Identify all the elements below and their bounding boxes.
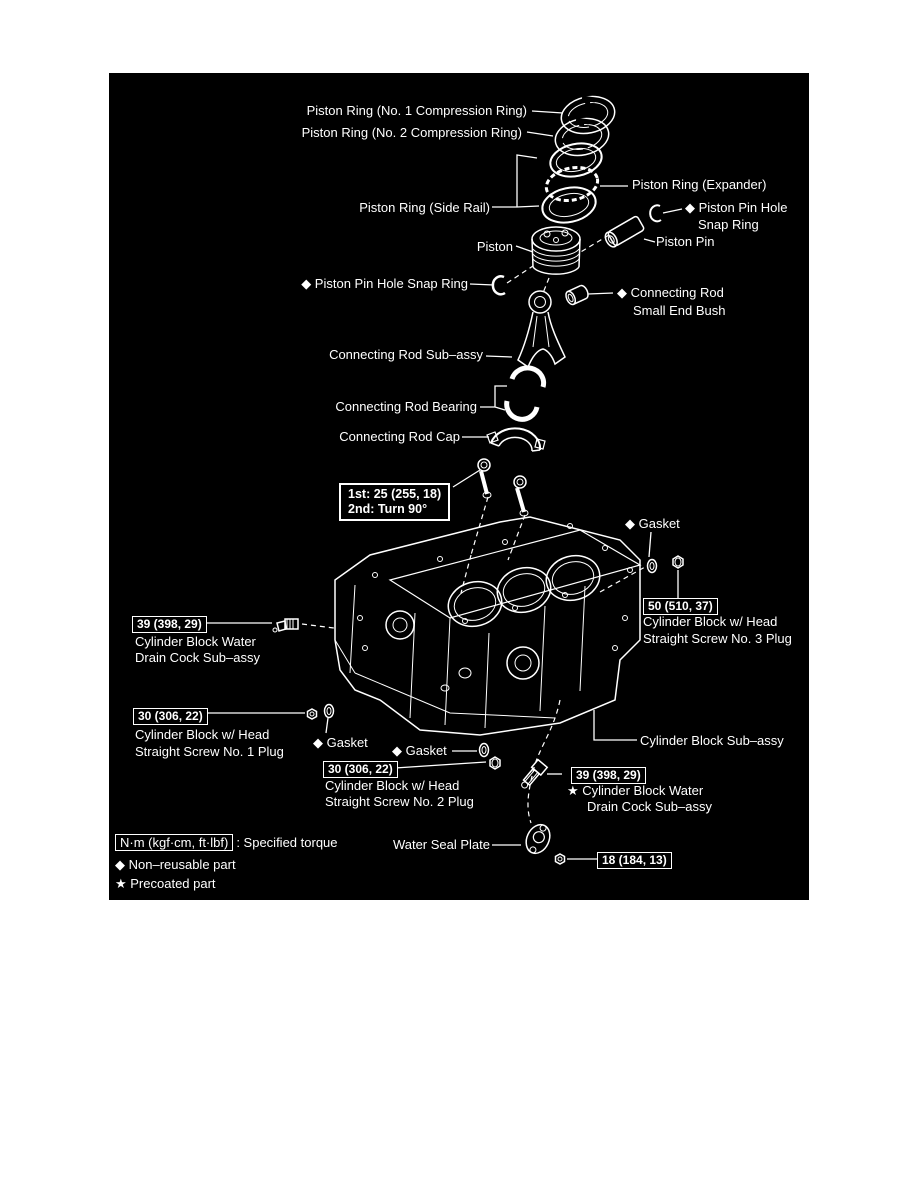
piston-rings-art — [541, 95, 616, 224]
water-seal-nut-art — [554, 853, 566, 865]
snap-ring-right-art — [649, 204, 662, 223]
label-pin-snap-right-2: Snap Ring — [698, 217, 759, 232]
label-ring-expander: Piston Ring (Expander) — [632, 177, 767, 192]
leader-lines — [203, 110, 683, 860]
label-small-end-bush-1: ◆ Connecting Rod — [617, 285, 724, 300]
label-ring-no1: Piston Ring (No. 1 Compression Ring) — [306, 103, 527, 118]
label-piston: Piston — [476, 239, 513, 254]
label-drain-right-1: ★ Cylinder Block Water — [567, 783, 704, 798]
label-plug3-2: Straight Screw No. 3 Plug — [643, 631, 792, 646]
torque-box-drain-left: 39 (398, 29) — [132, 616, 207, 633]
label-water-seal-plate: Water Seal Plate — [392, 837, 490, 852]
label-small-end-bush-2: Small End Bush — [633, 303, 726, 318]
water-seal-plate-art — [525, 823, 551, 855]
legend-non-reusable: ◆ Non–reusable part — [115, 857, 236, 872]
torque-box-water-seal-nut: 18 (184, 13) — [597, 852, 672, 869]
label-ring-side-rail: Piston Ring (Side Rail) — [359, 200, 490, 215]
legend: N·m (kgf·cm, ft·lbf) : Specified torque … — [115, 834, 338, 892]
label-gasket-top: ◆ Gasket — [625, 516, 680, 531]
label-plug2-1: Cylinder Block w/ Head — [325, 778, 460, 793]
piston-pin-art — [604, 215, 645, 248]
label-ring-no2: Piston Ring (No. 2 Compression Ring) — [301, 125, 522, 140]
cylinder-block-art — [334, 516, 642, 736]
label-pin-snap-right-1: ◆ Piston Pin Hole — [685, 200, 788, 215]
rod-cap-art — [486, 427, 546, 452]
legend-torque-unit-box: N·m (kgf·cm, ft·lbf) — [115, 834, 234, 851]
torque-rod-bolts-line2: 2nd: Turn 90° — [348, 502, 428, 516]
gasket-plug-no2-art — [478, 742, 501, 770]
assembly-dashed-lines — [301, 234, 646, 824]
label-drain-right-2: Drain Cock Sub–assy — [587, 799, 712, 814]
gasket-plug-no3-art — [646, 555, 684, 574]
label-pin-snap-left: ◆ Piston Pin Hole Snap Ring — [301, 276, 468, 291]
label-drain-left-2: Drain Cock Sub–assy — [135, 650, 260, 665]
torque-box-drain-right: 39 (398, 29) — [571, 767, 646, 784]
label-plug3-1: Cylinder Block w/ Head — [643, 614, 778, 629]
rod-bearings-art — [504, 365, 547, 422]
piston-art — [531, 226, 581, 275]
exploded-view-diagram: Piston Ring (No. 1 Compression Ring) Pis… — [109, 73, 809, 900]
torque-box-plug-no1: 30 (306, 22) — [133, 708, 208, 725]
drain-cock-right-art — [521, 758, 549, 789]
snap-ring-left-art — [491, 275, 506, 296]
drain-cock-left-art — [272, 618, 299, 633]
small-end-bush-art — [565, 284, 589, 306]
label-gasket-mid: ◆ Gasket — [392, 743, 447, 758]
legend-torque-desc: : Specified torque — [236, 835, 338, 850]
label-rod-bearing: Connecting Rod Bearing — [335, 399, 477, 414]
label-cyl-block-subassy: Cylinder Block Sub–assy — [640, 733, 784, 748]
label-plug2-2: Straight Screw No. 2 Plug — [325, 794, 474, 809]
label-rod-cap: Connecting Rod Cap — [339, 429, 460, 444]
plug-no1-gasket-art — [306, 703, 335, 720]
diagram-line-art — [203, 95, 684, 865]
torque-rod-bolts-line1: 1st: 25 (255, 18) — [348, 487, 442, 501]
label-rod-subassy: Connecting Rod Sub–assy — [329, 347, 483, 362]
label-plug1-2: Straight Screw No. 1 Plug — [135, 744, 284, 759]
rod-bolts-art — [477, 458, 529, 517]
connecting-rod-art — [517, 290, 566, 369]
torque-box-plug-no3: 50 (510, 37) — [643, 598, 718, 615]
legend-precoated: ★ Precoated part — [115, 876, 216, 891]
label-gasket-left: ◆ Gasket — [313, 735, 368, 750]
label-drain-left-1: Cylinder Block Water — [135, 634, 256, 649]
torque-box-rod-bolts: 1st: 25 (255, 18) 2nd: Turn 90° — [339, 483, 451, 521]
torque-box-plug-no2: 30 (306, 22) — [323, 761, 398, 778]
label-plug1-1: Cylinder Block w/ Head — [135, 727, 270, 742]
label-piston-pin: Piston Pin — [656, 234, 715, 249]
